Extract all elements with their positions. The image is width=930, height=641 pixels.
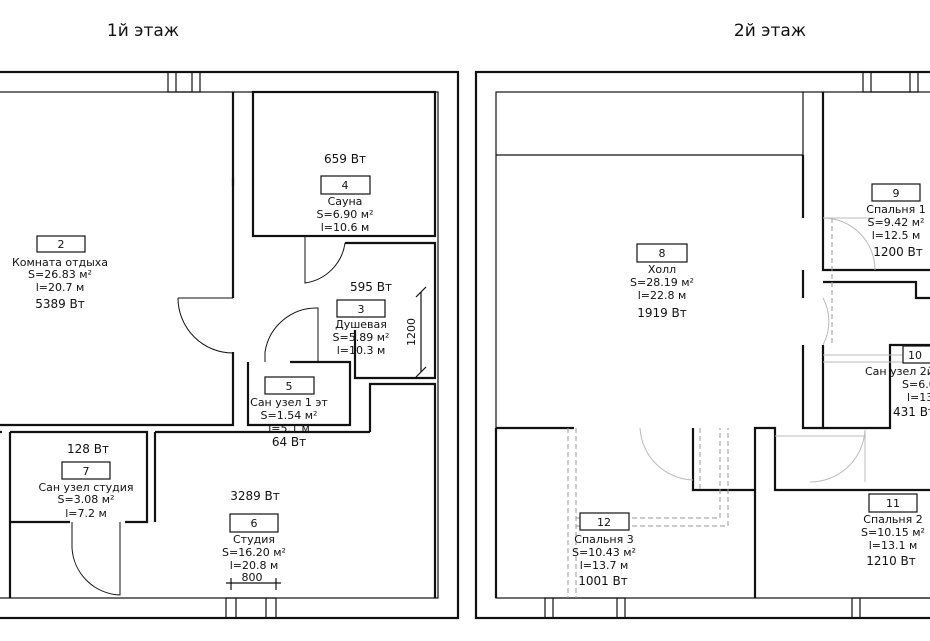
room-6-label: 3289 Вт 6 Студия S=16.20 м² l=20.8 м xyxy=(222,489,286,572)
svg-text:6: 6 xyxy=(251,517,258,530)
svg-text:l=7.2 м: l=7.2 м xyxy=(65,507,107,520)
svg-text:9: 9 xyxy=(893,187,900,200)
svg-text:12: 12 xyxy=(597,516,611,529)
dimension-800: 800 xyxy=(242,571,263,584)
window xyxy=(544,597,626,619)
svg-text:3289 Вт: 3289 Вт xyxy=(230,489,280,503)
room-5-label: 5 Сан узел 1 эт S=1.54 м² l=5.1 м 64 Вт xyxy=(250,376,328,449)
window xyxy=(851,597,930,619)
svg-text:Спальня 1: Спальня 1 xyxy=(866,203,925,216)
svg-text:S=26.83 м²: S=26.83 м² xyxy=(28,268,92,281)
svg-text:128 Вт: 128 Вт xyxy=(67,442,109,456)
svg-text:Сан узел студия: Сан узел студия xyxy=(38,481,133,494)
room-4-label: 659 Вт 4 Сауна S=6.90 м² l=10.6 м xyxy=(317,152,374,234)
svg-text:S=10.43 м²: S=10.43 м² xyxy=(572,546,636,559)
svg-text:l=13.1 м: l=13.1 м xyxy=(869,539,918,552)
svg-text:5: 5 xyxy=(286,380,293,393)
svg-text:4: 4 xyxy=(342,179,349,192)
svg-text:Сан узел 2й: Сан узел 2й xyxy=(865,365,930,378)
svg-text:S=6.90 м²: S=6.90 м² xyxy=(317,208,374,221)
svg-text:1210 Вт: 1210 Вт xyxy=(866,554,916,568)
svg-text:Спальня 2: Спальня 2 xyxy=(863,513,922,526)
svg-text:1919 Вт: 1919 Вт xyxy=(637,306,687,320)
window xyxy=(862,71,919,93)
door-swing xyxy=(822,217,876,271)
floor-1-outer-wall xyxy=(0,70,460,620)
svg-text:1200 Вт: 1200 Вт xyxy=(873,245,923,259)
svg-text:1001 Вт: 1001 Вт xyxy=(578,574,628,588)
floor-2-plan: 8 Холл S=28.19 м² l=22.8 м 1919 Вт 9 Спа… xyxy=(474,70,930,620)
door-swing xyxy=(639,427,694,481)
svg-text:659 Вт: 659 Вт xyxy=(324,152,366,166)
svg-text:Душевая: Душевая xyxy=(335,318,387,331)
floor-2-title: 2й этаж xyxy=(734,21,806,41)
window xyxy=(225,597,277,619)
room-8-label: 8 Холл S=28.19 м² l=22.8 м 1919 Вт xyxy=(630,243,694,320)
svg-text:2: 2 xyxy=(58,238,65,251)
floor-1-title: 1й этаж xyxy=(107,21,179,41)
svg-text:11: 11 xyxy=(886,497,900,510)
svg-text:3: 3 xyxy=(358,303,365,316)
svg-text:l=5.1 м: l=5.1 м xyxy=(268,422,310,435)
room-10-label: 10 Сан узел 2й S=6.05 l=13.0 431 Вт xyxy=(865,345,930,419)
svg-text:595 Вт: 595 Вт xyxy=(350,280,392,294)
floor-1-plan: 1200 800 2 Комната отдыха S=26.83 м² l=2… xyxy=(0,70,460,620)
door-swing xyxy=(809,429,866,483)
svg-text:l=10.3 м: l=10.3 м xyxy=(337,344,386,357)
svg-text:5389 Вт: 5389 Вт xyxy=(35,297,85,311)
door-swing xyxy=(822,297,830,346)
svg-text:Комната отдыха: Комната отдыха xyxy=(12,256,108,269)
svg-text:431 Вт: 431 Вт xyxy=(893,405,930,419)
room-12-label: 12 Спальня 3 S=10.43 м² l=13.7 м 1001 Вт xyxy=(572,512,636,588)
svg-text:l=20.8 м: l=20.8 м xyxy=(230,559,279,572)
svg-text:Сауна: Сауна xyxy=(328,195,363,208)
door-swing xyxy=(177,297,234,354)
room-2-label: 2 Комната отдыха S=26.83 м² l=20.7 м 538… xyxy=(12,235,108,311)
room-4-walls xyxy=(251,90,437,238)
window xyxy=(167,71,201,93)
svg-text:10: 10 xyxy=(908,349,922,362)
svg-text:S=1.54 м²: S=1.54 м² xyxy=(261,409,318,422)
dimension-1200: 1200 xyxy=(405,318,418,346)
svg-text:S=28.19 м²: S=28.19 м² xyxy=(630,276,694,289)
room-3-label: 595 Вт 3 Душевая S=5.89 м² l=10.3 м xyxy=(333,280,392,357)
room-9-label: 9 Спальня 1 S=9.42 м² l=12.5 м 1200 Вт xyxy=(866,183,926,259)
svg-text:Холл: Холл xyxy=(648,263,676,276)
svg-text:Спальня 3: Спальня 3 xyxy=(574,533,633,546)
svg-text:8: 8 xyxy=(659,247,666,260)
svg-text:S=3.08 м²: S=3.08 м² xyxy=(58,493,115,506)
svg-text:l=13.7 м: l=13.7 м xyxy=(580,559,629,572)
svg-text:S=16.20 м²: S=16.20 м² xyxy=(222,546,286,559)
floor-2-outer-wall xyxy=(474,70,930,620)
svg-text:Сан узел 1 эт: Сан узел 1 эт xyxy=(250,396,328,409)
svg-text:S=5.89 м²: S=5.89 м² xyxy=(333,331,390,344)
svg-text:64 Вт: 64 Вт xyxy=(272,435,306,449)
svg-text:l=13.0: l=13.0 xyxy=(907,391,930,404)
svg-text:S=6.05: S=6.05 xyxy=(902,378,930,391)
room-7-label: 128 Вт 7 Сан узел студия S=3.08 м² l=7.2… xyxy=(38,442,133,520)
svg-text:l=10.6 м: l=10.6 м xyxy=(321,221,370,234)
door-swing xyxy=(71,522,121,596)
svg-text:S=9.42 м²: S=9.42 м² xyxy=(868,216,925,229)
door-swing xyxy=(304,236,346,284)
svg-text:l=22.8 м: l=22.8 м xyxy=(638,289,687,302)
svg-text:Студия: Студия xyxy=(233,533,275,546)
svg-text:S=10.15 м²: S=10.15 м² xyxy=(861,526,925,539)
room-11-label: 11 Спальня 2 S=10.15 м² l=13.1 м 1210 Вт xyxy=(861,493,925,568)
svg-text:l=12.5 м: l=12.5 м xyxy=(872,229,921,242)
svg-text:l=20.7 м: l=20.7 м xyxy=(36,281,85,294)
svg-text:7: 7 xyxy=(83,465,90,478)
door-swing xyxy=(264,307,319,362)
